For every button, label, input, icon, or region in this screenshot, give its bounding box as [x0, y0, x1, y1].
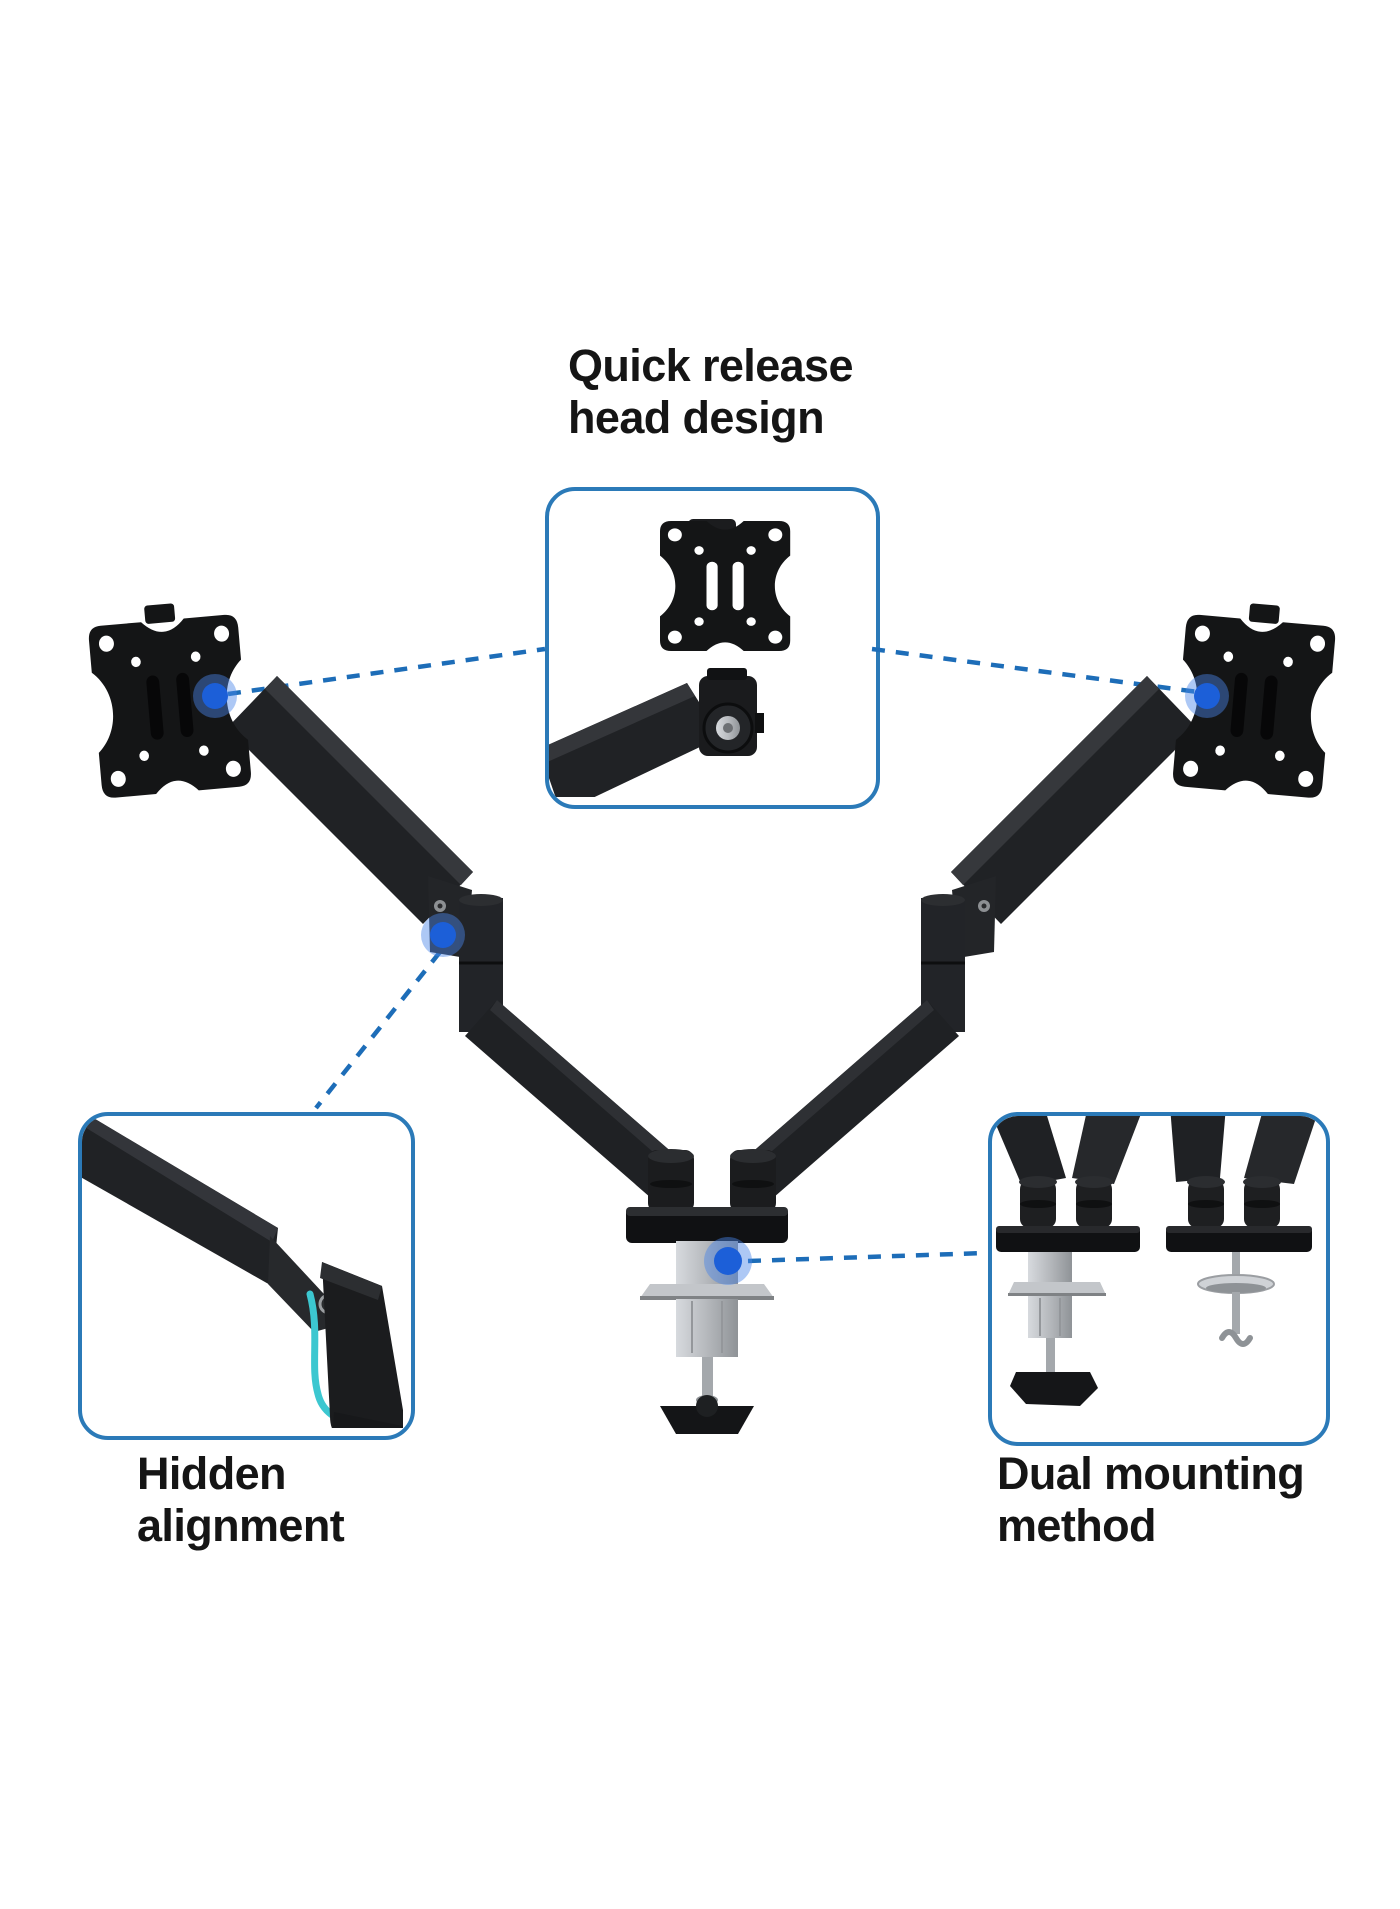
dual-mounting-detail-illustration — [992, 1116, 1317, 1406]
feature-title-dual-mounting: Dual mounting method — [997, 1448, 1305, 1552]
connector-elbow-to-left-box — [314, 950, 442, 1110]
quick-release-detail-illustration — [549, 519, 791, 797]
arm-forearm — [320, 1262, 403, 1428]
c-clamp-mount — [992, 1116, 1141, 1406]
feature-title-line: alignment — [137, 1500, 345, 1551]
desk-clamp-base — [626, 1207, 788, 1434]
connector-top-box-to-right-plate — [871, 646, 1199, 695]
feature-title-line: Dual mounting — [997, 1448, 1305, 1499]
clamp-knob — [660, 1395, 754, 1434]
callout-box-hidden-alignment — [78, 1112, 415, 1440]
feature-title-line: method — [997, 1500, 1156, 1551]
connector-left-plate-to-top-box — [227, 646, 546, 697]
quick-release-head — [549, 668, 764, 797]
vesa-plate-front — [660, 521, 791, 652]
hidden-alignment-detail-illustration — [82, 1116, 403, 1428]
highlight-dot-right-plate — [1185, 674, 1229, 718]
highlight-dot-left-plate — [193, 674, 237, 718]
callout-box-quick-release — [545, 487, 880, 809]
feature-title-quick-release: Quick release head design — [568, 340, 854, 444]
connector-clamp-to-right-box — [747, 1250, 987, 1264]
grommet-mount — [1166, 1116, 1317, 1347]
feature-title-hidden-alignment: Hidden alignment — [137, 1448, 345, 1552]
feature-title-line: Quick release — [568, 340, 854, 391]
feature-title-line: head design — [568, 392, 825, 443]
highlight-dot-left-elbow — [421, 913, 465, 957]
arm-beam — [82, 1116, 278, 1286]
feature-title-line: Hidden — [137, 1448, 286, 1499]
highlight-dot-clamp — [704, 1237, 752, 1285]
callout-box-dual-mounting — [988, 1112, 1330, 1446]
